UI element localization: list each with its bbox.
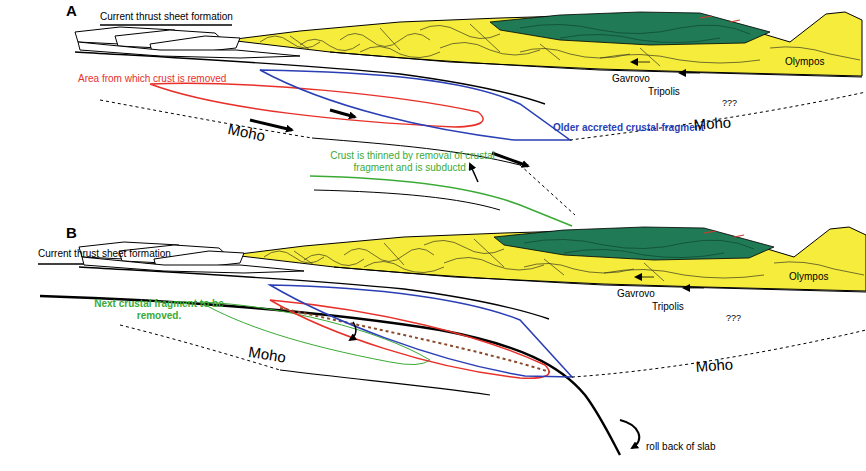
callout-text: roll back of slab [646, 441, 715, 453]
panel-letter: A [66, 2, 77, 19]
moho-label: Moho [695, 355, 734, 375]
panel-b-section [38, 227, 866, 455]
unit-name: Tripolis [648, 86, 680, 98]
unit-name: Olympos [789, 271, 828, 283]
panel-letter: B [66, 224, 77, 241]
callout-text: Crust is thinned by removal of crustal f… [315, 150, 510, 173]
callout-text: Area from which crust is removed [78, 73, 226, 85]
callout-text: Next crustal fragment to be removed. [84, 298, 234, 321]
unit-name: Olympos [785, 56, 824, 68]
moho-label: Moho [693, 113, 732, 133]
unit-name: Tripolis [652, 301, 684, 313]
note-text: Current thrust sheet formation [100, 11, 233, 23]
panel-a-section [75, 12, 866, 226]
callout-text: Older accreted crustal fragment [553, 122, 704, 134]
unit-name: ??? [722, 98, 737, 108]
unit-name: Gavrovo [612, 73, 650, 85]
unit-name: Gavrovo [617, 288, 655, 300]
note-text: Current thrust sheet formation [38, 248, 171, 260]
unit-name: ??? [726, 313, 741, 323]
